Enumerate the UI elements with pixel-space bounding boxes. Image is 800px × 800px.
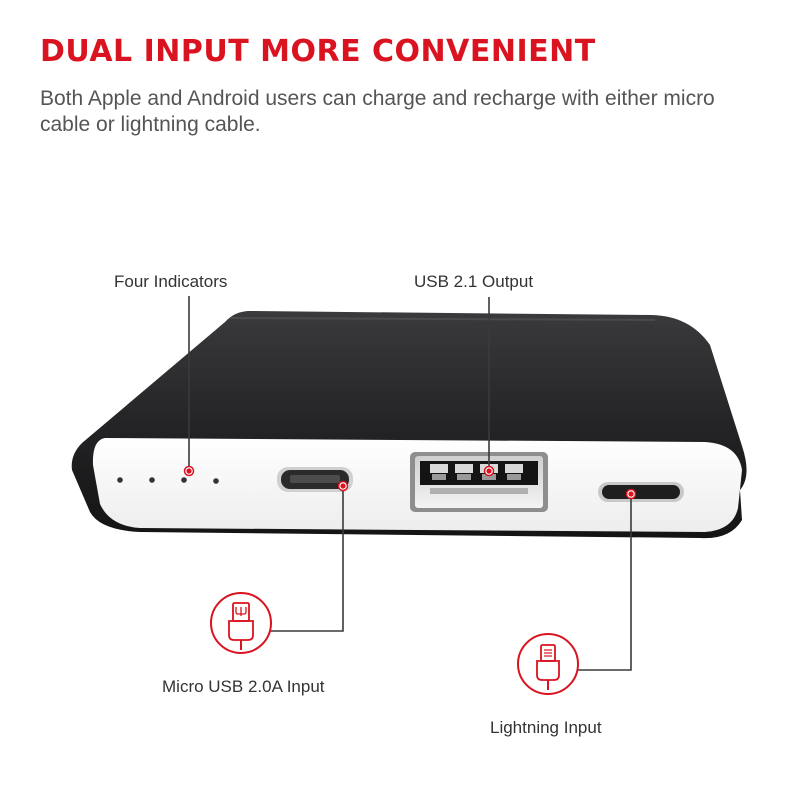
indicator-dot <box>213 478 219 484</box>
power-bank-edge-highlight <box>229 317 656 321</box>
micro-usb-cable-icon <box>210 592 272 654</box>
indicator-dot <box>181 477 187 483</box>
power-bank <box>71 311 747 539</box>
usb-a-port <box>410 452 548 512</box>
indicator-dot <box>149 477 155 483</box>
lightning-cable-icon <box>517 633 579 695</box>
indicator-lights <box>117 477 219 484</box>
indicator-dot <box>117 477 123 483</box>
micro-usb-input-label: Micro USB 2.0A Input <box>162 677 325 696</box>
micro-usb-port <box>277 467 353 492</box>
subtitle: Both Apple and Android users can charge … <box>40 87 715 136</box>
marker-dots <box>183 465 637 500</box>
lightning-leader-line <box>577 494 632 671</box>
micro-usb-leader-line <box>269 486 344 632</box>
lightning-port <box>598 482 684 502</box>
leader-lines <box>188 296 632 671</box>
lightning-input-label: Lightning Input <box>490 718 602 737</box>
headline: DUAL INPUT MORE CONVENIENT <box>40 34 596 69</box>
four-indicators-label: Four Indicators <box>114 272 228 291</box>
usb-output-label: USB 2.1 Output <box>414 272 534 291</box>
